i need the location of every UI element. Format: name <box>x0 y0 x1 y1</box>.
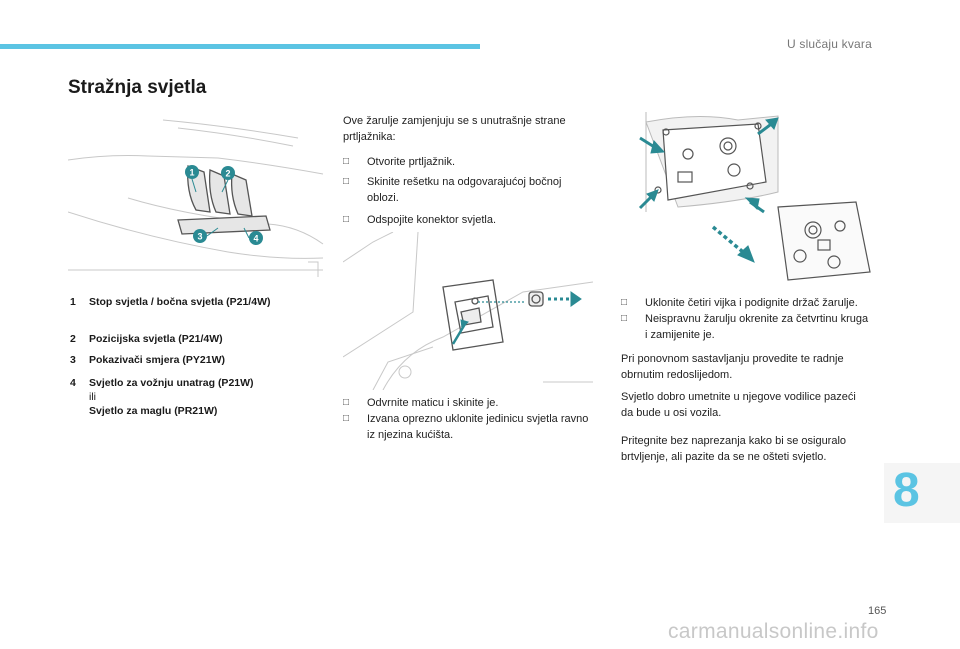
page-number: 165 <box>868 605 887 617</box>
chapter-number: 8 <box>893 464 920 517</box>
step-item: □ Odvrnite maticu i skinite je. <box>343 395 593 411</box>
middle-column-text: Ove žarulje zamjenjuju se s unutrašnje s… <box>343 113 593 232</box>
page-title: Stražnja svjetla <box>68 77 207 98</box>
legend-label: Svjetlo za vožnju unatrag (P21W) <box>89 377 254 389</box>
checkbox-bullet-icon: □ <box>343 214 350 225</box>
legend-label: Pozicijska svjetla (P21/4W) <box>89 333 223 345</box>
step-text: Otvorite prtljažnik. <box>367 156 456 168</box>
callout-4: 4 <box>253 234 258 244</box>
step-text: Izvana oprezno uklonite jedinicu svjetla… <box>367 413 589 441</box>
legend-number: 2 <box>70 333 76 345</box>
step-item: □ Odspojite konektor svjetla. <box>343 212 593 228</box>
intro-paragraph: Ove žarulje zamjenjuju se s unutrašnje s… <box>343 115 566 143</box>
legend-label: Stop svjetla / bočna svjetla (P21/4W) <box>89 296 271 308</box>
step-item: □ Uklonite četiri vijka i podignite držač… <box>621 295 871 311</box>
checkbox-bullet-icon: □ <box>343 397 350 408</box>
legend-item-4: 4 Svjetlo za vožnju unatrag (P21W) ili Sv… <box>70 376 254 418</box>
chapter-tab <box>884 463 960 523</box>
paragraph: Svjetlo dobro umetnite u njegove vodilic… <box>621 391 856 419</box>
checkbox-bullet-icon: □ <box>343 176 350 187</box>
step-text: Skinite rešetku na odgovarajućoj bočnoj … <box>367 176 562 204</box>
checkbox-bullet-icon: □ <box>621 313 628 324</box>
legend-number: 3 <box>70 354 76 366</box>
callout-1: 1 <box>189 168 194 178</box>
checkbox-bullet-icon: □ <box>343 156 350 167</box>
paragraph: Pritegnite bez naprezanja kako bi se osi… <box>621 435 847 463</box>
legend-item-1: 1 Stop svjetla / bočna svjetla (P21/4W) <box>70 295 270 309</box>
checkbox-bullet-icon: □ <box>621 297 628 308</box>
rear-light-overview-illustration: 1 2 3 4 <box>68 119 324 277</box>
step-item: □ Neispravnu žarulju okrenite za četvrtin… <box>621 311 871 343</box>
legend-or: ili <box>89 391 96 403</box>
legend-number: 4 <box>70 377 76 389</box>
legend-item-2: 2 Pozicijska svjetla (P21/4W) <box>70 332 223 346</box>
step-text: Odspojite konektor svjetla. <box>367 214 497 226</box>
watermark: carmanualsonline.info <box>668 620 879 643</box>
bulb-holder-illustration <box>638 112 871 281</box>
legend-number: 1 <box>70 296 76 308</box>
step-item: □ Skinite rešetku na odgovarajućoj bočnoj… <box>343 174 593 206</box>
step-item: □ Otvorite prtljažnik. <box>343 154 593 170</box>
checkbox-bullet-icon: □ <box>343 413 350 424</box>
legend-label: Pokazivači smjera (PY21W) <box>89 354 225 366</box>
middle-column-text-2: □ Odvrnite maticu i skinite je. □ Izvana o… <box>343 395 593 447</box>
right-column-text: □ Uklonite četiri vijka i podignite držač… <box>621 295 871 465</box>
header-accent-bar <box>0 44 480 49</box>
step-text: Neispravnu žarulju okrenite za četvrtinu… <box>645 313 869 341</box>
section-title: U slučaju kvara <box>786 37 872 51</box>
connector-nut-illustration <box>343 232 593 390</box>
callout-2: 2 <box>225 169 230 179</box>
legend-label-alt: Svjetlo za maglu (PR21W) <box>89 405 218 417</box>
step-text: Odvrnite maticu i skinite je. <box>367 397 499 409</box>
paragraph: Pri ponovnom sastavljanju provedite te r… <box>621 353 844 381</box>
step-item: □ Izvana oprezno uklonite jedinicu svjetl… <box>343 411 593 443</box>
legend-item-3: 3 Pokazivači smjera (PY21W) <box>70 353 225 367</box>
step-text: Uklonite četiri vijka i podignite držač … <box>645 297 858 309</box>
callout-3: 3 <box>197 232 202 242</box>
